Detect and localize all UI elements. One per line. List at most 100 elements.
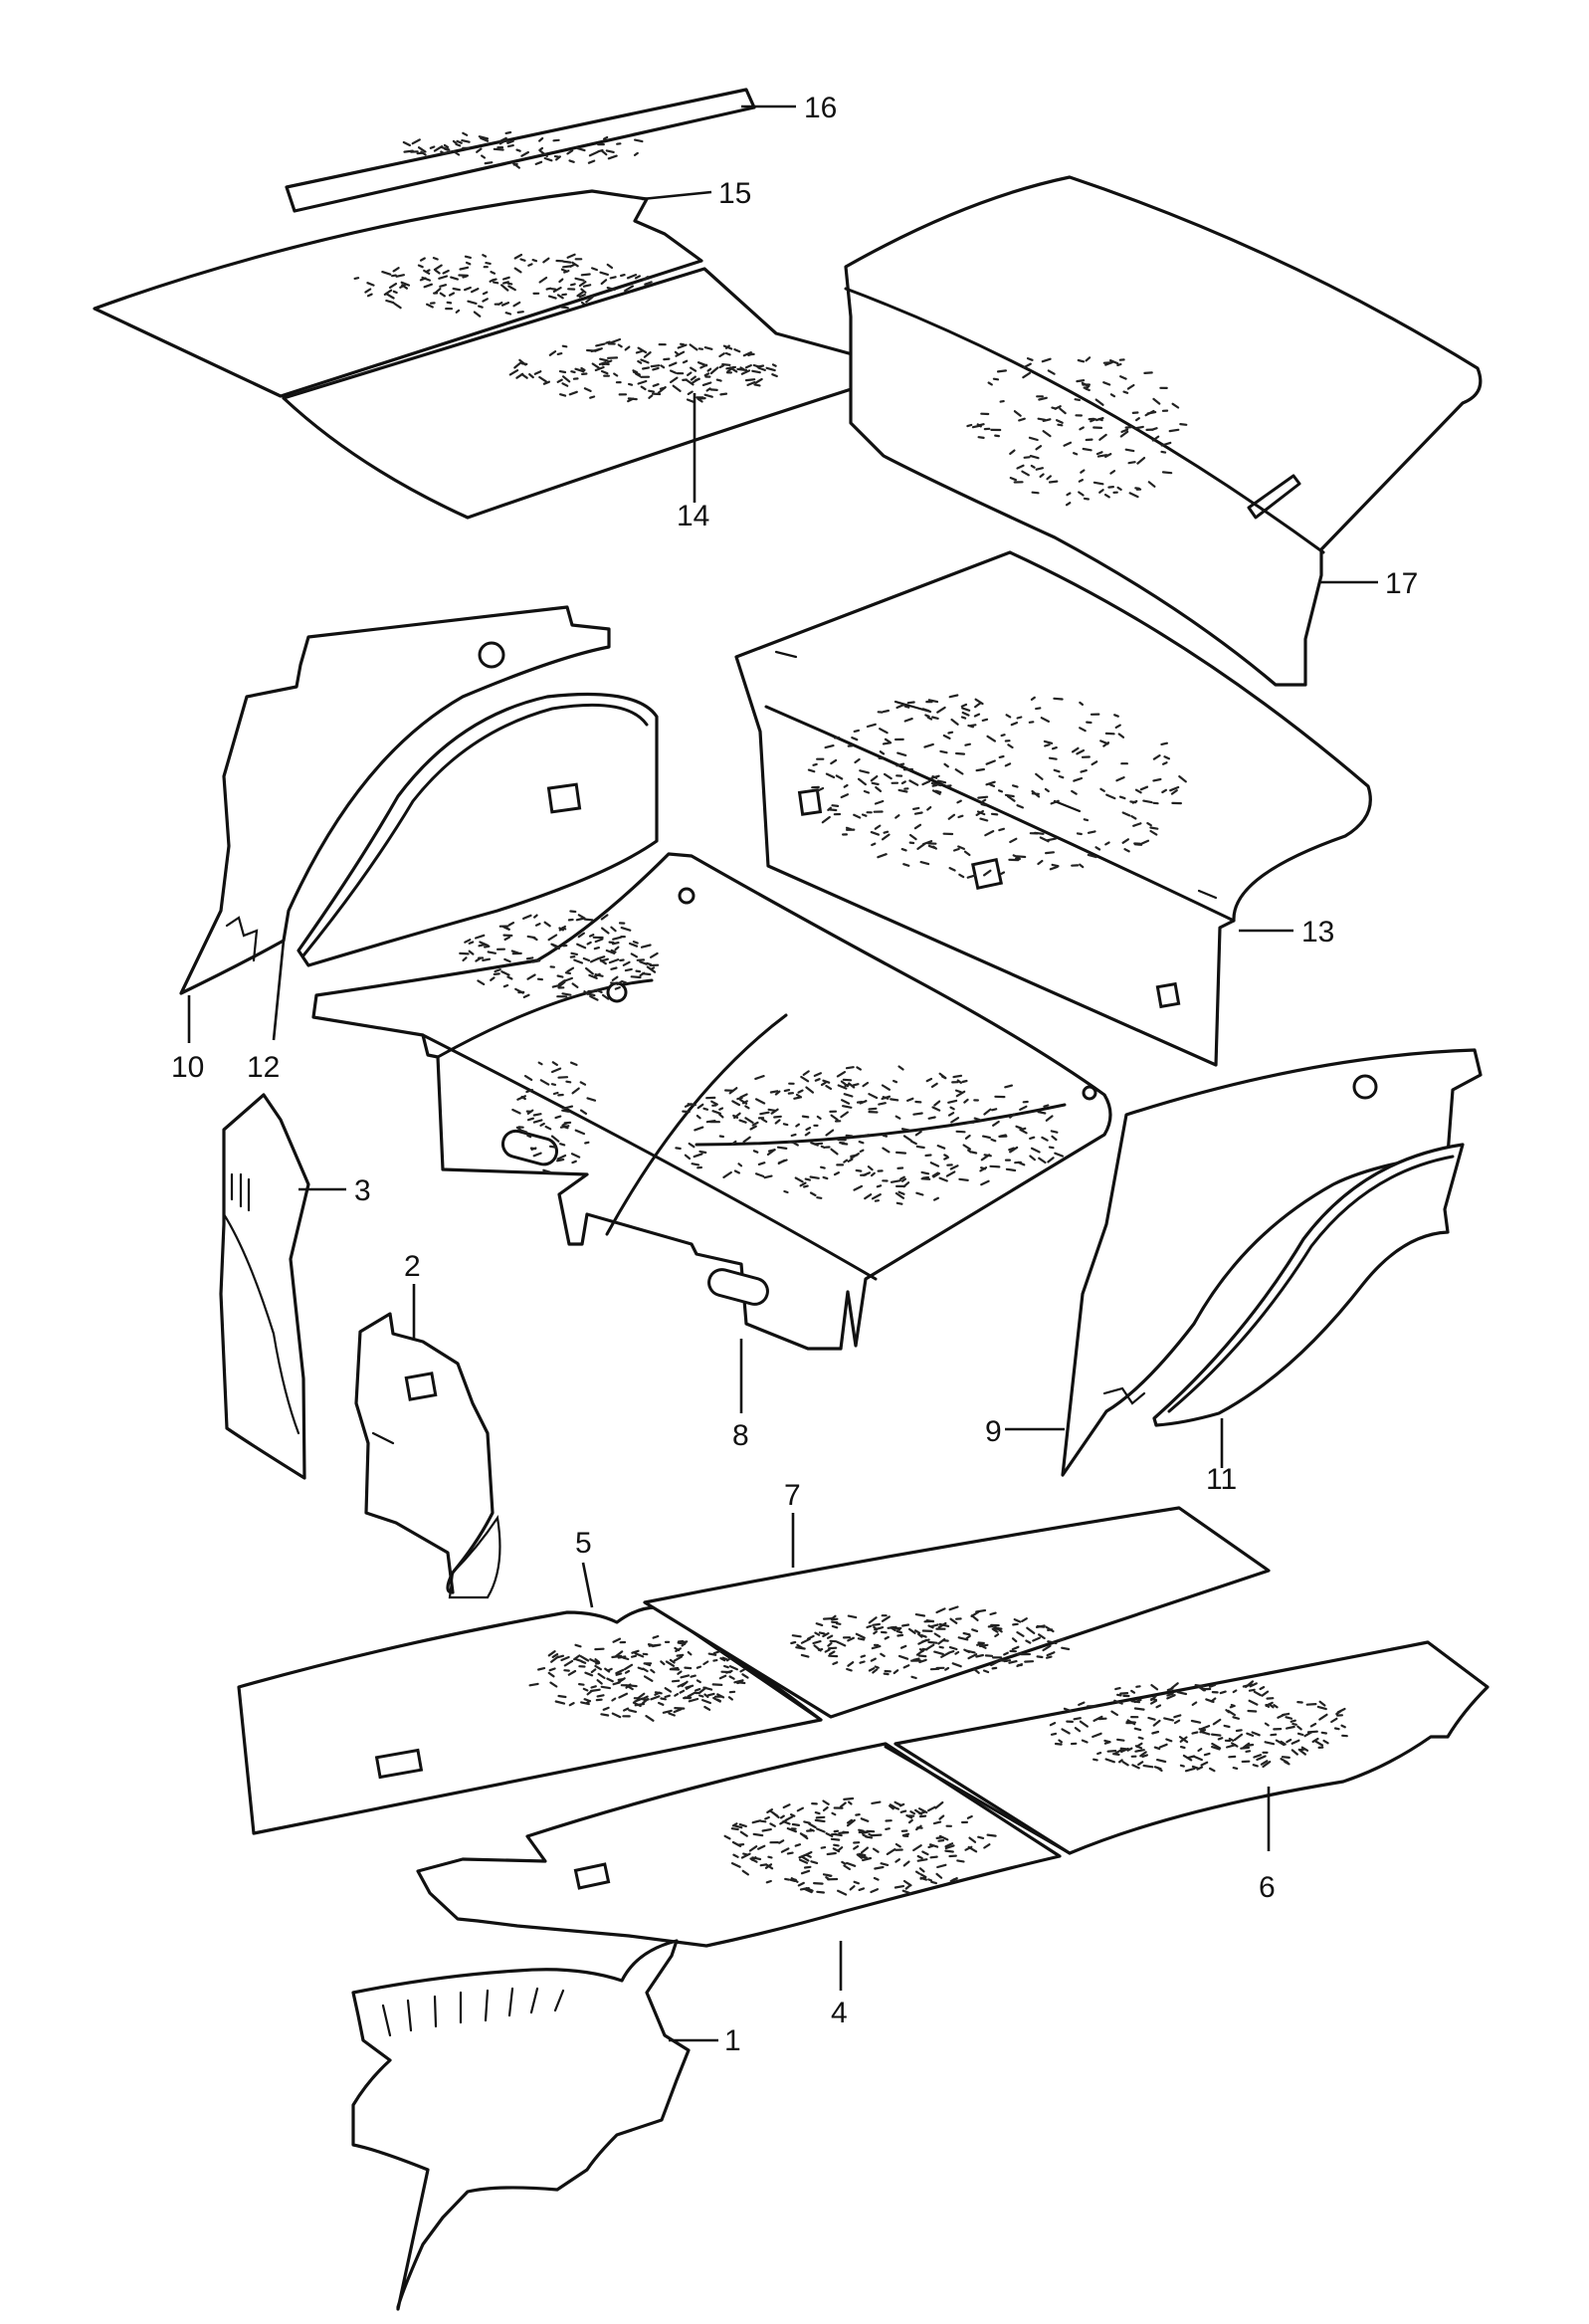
texture-speck	[1083, 497, 1091, 501]
texture-speck	[597, 1672, 606, 1680]
texture-speck	[881, 1615, 891, 1622]
texture-speck	[1076, 832, 1083, 836]
texture-speck	[830, 1148, 839, 1156]
texture-speck	[866, 723, 877, 729]
texture-speck	[1079, 426, 1085, 431]
texture-speck	[679, 342, 686, 346]
texture-speck	[805, 1853, 812, 1858]
texture-speck	[947, 813, 956, 820]
texture-speck	[999, 871, 1006, 876]
texture-speck	[421, 276, 431, 282]
texture-speck	[943, 1154, 949, 1159]
texture-speck	[966, 1814, 973, 1819]
texture-speck	[515, 148, 521, 152]
texture-speck	[511, 1108, 521, 1115]
texture-speck	[610, 966, 618, 970]
texture-speck	[1142, 799, 1153, 804]
texture-speck	[1285, 1716, 1293, 1720]
texture-speck	[502, 276, 510, 281]
texture-speck	[974, 698, 984, 706]
texture-speck	[800, 1832, 808, 1838]
texture-speck	[605, 949, 616, 955]
texture-speck	[450, 276, 459, 281]
texture-speck	[470, 288, 480, 294]
texture-speck	[1044, 787, 1050, 793]
texture-speck	[731, 1100, 741, 1107]
texture-speck	[921, 1850, 929, 1856]
texture-speck	[521, 1130, 528, 1134]
texture-speck	[687, 1691, 696, 1698]
texture-speck	[691, 1162, 700, 1166]
texture-speck	[506, 144, 514, 148]
texture-speck	[786, 1851, 794, 1855]
texture-speck	[594, 1664, 603, 1671]
texture-speck	[576, 290, 585, 298]
texture-speck	[568, 1701, 575, 1707]
texture-speck	[556, 1154, 567, 1161]
texture-speck	[1210, 1733, 1222, 1737]
texture-speck	[1094, 846, 1101, 851]
texture-speck	[1133, 1707, 1145, 1711]
texture-speck	[1114, 1748, 1124, 1755]
texture-speck	[1198, 1728, 1205, 1732]
texture-speck	[916, 1858, 928, 1862]
texture-speck	[467, 300, 478, 305]
texture-speck	[753, 383, 761, 387]
texture-speck	[610, 337, 622, 344]
texture-speck	[673, 1708, 683, 1714]
texture-speck	[1169, 785, 1180, 792]
texture-speck	[868, 1616, 878, 1624]
texture-speck	[687, 1650, 693, 1656]
texture-speck	[961, 711, 970, 717]
texture-speck	[1030, 1147, 1041, 1154]
texture-speck	[548, 350, 557, 356]
texture-speck	[538, 375, 547, 383]
texture-speck	[1300, 1746, 1309, 1752]
texture-speck	[583, 918, 594, 922]
callout-6: 6	[1259, 1871, 1276, 1904]
texture-speck	[1102, 741, 1110, 747]
texture-speck	[830, 1837, 841, 1841]
texture-speck	[963, 850, 971, 857]
texture-speck	[739, 1830, 748, 1837]
texture-speck	[803, 1887, 813, 1894]
texture-speck	[1127, 461, 1136, 465]
texture-speck	[574, 1643, 582, 1648]
texture-speck	[930, 716, 939, 721]
texture-speck	[572, 1654, 581, 1661]
texture-speck	[955, 1130, 966, 1134]
texture-speck	[944, 1666, 950, 1671]
texture-speck	[934, 789, 942, 794]
texture-speck	[900, 847, 907, 852]
texture-speck	[1095, 451, 1103, 456]
texture-speck	[744, 1105, 750, 1110]
texture-speck	[740, 369, 751, 375]
texture-speck	[676, 1653, 685, 1657]
texture-speck	[1179, 423, 1188, 426]
texture-speck	[1135, 1685, 1141, 1688]
texture-speck	[1103, 1741, 1111, 1745]
texture-speck	[710, 1100, 718, 1106]
texture-speck	[1061, 1728, 1071, 1735]
texture-speck	[977, 436, 985, 439]
texture-speck	[1036, 1655, 1044, 1659]
texture-speck	[552, 1091, 559, 1096]
texture-speck	[624, 285, 635, 293]
texture-speck	[1146, 411, 1157, 415]
texture-speck	[452, 150, 461, 156]
texture-speck	[966, 423, 973, 428]
texture-speck	[769, 1822, 776, 1827]
texture-speck	[883, 772, 893, 780]
texture-speck	[1090, 418, 1096, 423]
texture-speck	[757, 1162, 766, 1166]
texture-speck	[1092, 1758, 1098, 1762]
texture-speck	[1022, 371, 1032, 379]
texture-speck	[1261, 1690, 1270, 1697]
texture-speck	[981, 1135, 992, 1140]
texture-speck	[585, 296, 594, 304]
texture-speck	[738, 1822, 747, 1828]
texture-speck	[892, 1079, 898, 1084]
texture-speck	[1037, 1633, 1046, 1640]
texture-speck	[931, 1171, 939, 1177]
